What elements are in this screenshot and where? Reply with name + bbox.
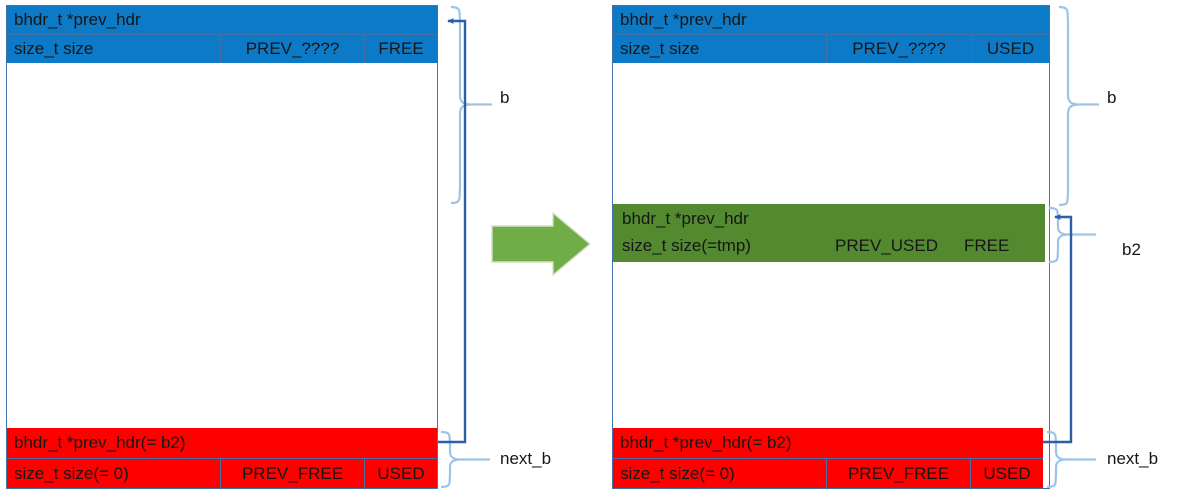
left-bottom-footer-divider [7,458,437,459]
right-top-prev-flag: PREV_???? [826,35,971,63]
right-top-use-flag: USED [971,35,1049,63]
right-split-prev-flag: PREV_USED [835,236,938,255]
right-top-prev-hdr-field: bhdr_t *prev_hdr [620,10,747,29]
left-top-prev-hdr-field: bhdr_t *prev_hdr [14,10,141,29]
right-bottom-footer-divider [613,458,1043,459]
left-top-size-field: size_t size [14,39,94,58]
right-split-size-field: size_t size(=tmp) [622,236,751,255]
right-top-header-divider [613,34,1049,35]
right-brace-next-b [1046,430,1096,489]
left-brace-next-b [440,430,490,489]
right-top-header-row1: bhdr_t *prev_hdr [613,6,1049,34]
left-top-prev-flag: PREV_???? [220,35,364,63]
left-top-header-row2: size_t size PREV_???? FREE [7,35,437,63]
right-bottom-size-field: size_t size(= 0) [620,463,735,483]
right-brace-b2 [1048,206,1096,264]
left-bottom-footer-block: bhdr_t *prev_hdr(= b2) size_t size(= 0) … [7,428,437,488]
left-brace-b [450,5,492,205]
right-bottom-footer-row1: bhdr_t *prev_hdr(= b2) [613,428,1043,458]
left-bottom-prev-flag: PREV_FREE [220,459,364,488]
left-brace-label-b: b [500,88,510,107]
right-bottom-use-flag: USED [970,459,1043,488]
left-bottom-size-field: size_t size(= 0) [14,463,129,483]
right-split-header-block: bhdr_t *prev_hdr size_t size(=tmp) PREV_… [613,204,1045,262]
right-top-size-field: size_t size [620,39,700,58]
left-top-use-flag: FREE [364,35,437,63]
split-transition-arrow [491,212,591,276]
right-split-use-flag: FREE [964,236,1010,255]
right-brace-label-b2: b2 [1122,240,1141,259]
left-brace-label-next-b: next_b [500,449,552,468]
right-bottom-prev-flag: PREV_FREE [826,459,970,488]
right-brace-b [1058,5,1099,207]
right-bottom-footer-row2: size_t size(= 0) PREV_FREE USED [613,459,1043,488]
right-bottom-footer-block: bhdr_t *prev_hdr(= b2) size_t size(= 0) … [613,428,1043,488]
left-bottom-use-flag: USED [364,459,437,488]
left-bottom-footer-row1: bhdr_t *prev_hdr(= b2) [7,428,437,458]
right-bottom-prev-hdr-field: bhdr_t *prev_hdr(= b2) [620,433,792,452]
left-prev-hdr-pointer-arrow [438,18,467,444]
right-brace-label-b: b [1107,88,1117,107]
left-top-header-block: bhdr_t *prev_hdr size_t size PREV_???? F… [7,6,437,63]
left-block-outline [6,5,438,489]
left-top-header-divider [7,34,437,35]
left-bottom-prev-hdr-field: bhdr_t *prev_hdr(= b2) [14,433,186,452]
right-split-prev-hdr-field: bhdr_t *prev_hdr [622,209,749,228]
right-brace-label-next-b: next_b [1107,449,1159,468]
right-top-header-row2: size_t size PREV_???? USED [613,35,1049,63]
left-top-header-row1: bhdr_t *prev_hdr [7,6,437,34]
right-top-header-block: bhdr_t *prev_hdr size_t size PREV_???? U… [613,6,1049,63]
left-bottom-footer-row2: size_t size(= 0) PREV_FREE USED [7,459,437,488]
